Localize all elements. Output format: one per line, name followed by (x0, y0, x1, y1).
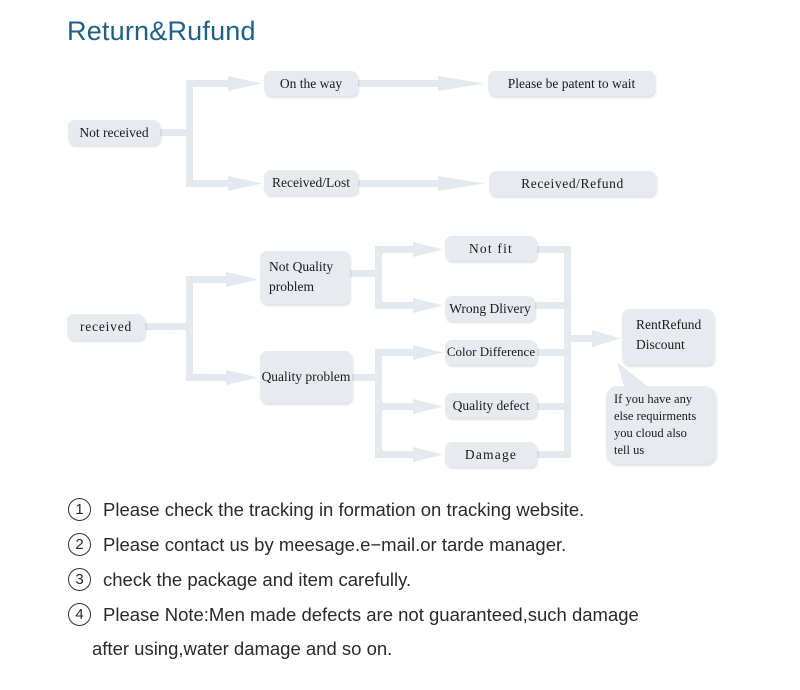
bubble-line4: tell us (614, 443, 645, 457)
page-title: Return&Rufund (67, 16, 256, 46)
node-received-refund: Received/Refund (489, 171, 656, 196)
node-outcome: RentRefund Discount (622, 309, 714, 365)
note-item-3: 3 check the package and item carefully. (68, 562, 788, 597)
note-4-continuation: after using,water damage and so on. (92, 638, 393, 659)
node-received-refund-label: Received/Refund (521, 175, 624, 191)
node-color-difference-label: Color Difference (446, 344, 536, 360)
note-number-2: 2 (68, 533, 91, 556)
node-please-wait: Please be patent to wait (488, 71, 655, 96)
note-number-4: 4 (68, 603, 91, 626)
node-received-label: received (79, 319, 133, 335)
notes-list: 1 Please check the tracking in formation… (68, 492, 788, 660)
note-item-4: 4 Please Note:Men made defects are not g… (68, 597, 788, 632)
node-not-quality-problem: Not Quality problem (260, 251, 350, 304)
note-text-2: Please contact us by meesage.e−mail.or t… (103, 533, 567, 555)
node-on-the-way: On the way (264, 71, 358, 96)
node-not-quality-line2: problem (269, 279, 314, 295)
node-damage-label: Damage (464, 446, 518, 462)
speech-bubble-note: If you have any else requirments you clo… (606, 386, 716, 464)
note-text-3: check the package and item carefully. (103, 568, 412, 590)
node-received-lost: Received/Lost (264, 170, 358, 195)
note-text-1: Please check the tracking in formation o… (103, 498, 585, 520)
node-quality-defect-label: Quality defect (452, 397, 530, 413)
node-quality-defect: Quality defect (445, 393, 537, 418)
node-received-lost-label: Received/Lost (272, 174, 350, 190)
note-item-1: 1 Please check the tracking in formation… (68, 492, 788, 527)
node-quality-problem-label: Quality problem (261, 369, 351, 385)
node-received: received (67, 314, 145, 340)
bubble-line2: else requirments (614, 409, 697, 423)
node-outcome-line2: Discount (636, 337, 685, 353)
note-number-1: 1 (68, 498, 91, 521)
node-wrong-delivery: Wrong Dlivery (445, 296, 535, 321)
node-color-difference: Color Difference (445, 340, 537, 365)
node-not-fit-label: Not fit (468, 240, 514, 256)
node-outcome-line1: RentRefund (636, 317, 702, 332)
bubble-line1: If you have any (614, 392, 693, 406)
node-not-fit: Not fit (445, 236, 537, 261)
node-wrong-delivery-label: Wrong Dlivery (449, 300, 531, 316)
node-not-quality-line1: Not Quality (269, 259, 334, 274)
node-quality-problem: Quality problem (260, 351, 352, 403)
node-not-received-label: Not received (79, 124, 149, 140)
bubble-line3: you cloud also (614, 426, 687, 440)
node-damage: Damage (445, 442, 537, 467)
note-number-3: 3 (68, 568, 91, 591)
node-please-wait-label: Please be patent to wait (507, 75, 636, 91)
note-text-4: Please Note:Men made defects are not gua… (103, 603, 639, 625)
node-on-the-way-label: On the way (279, 75, 343, 91)
note-item-2: 2 Please contact us by meesage.e−mail.or… (68, 527, 788, 562)
node-not-received: Not received (68, 120, 160, 145)
